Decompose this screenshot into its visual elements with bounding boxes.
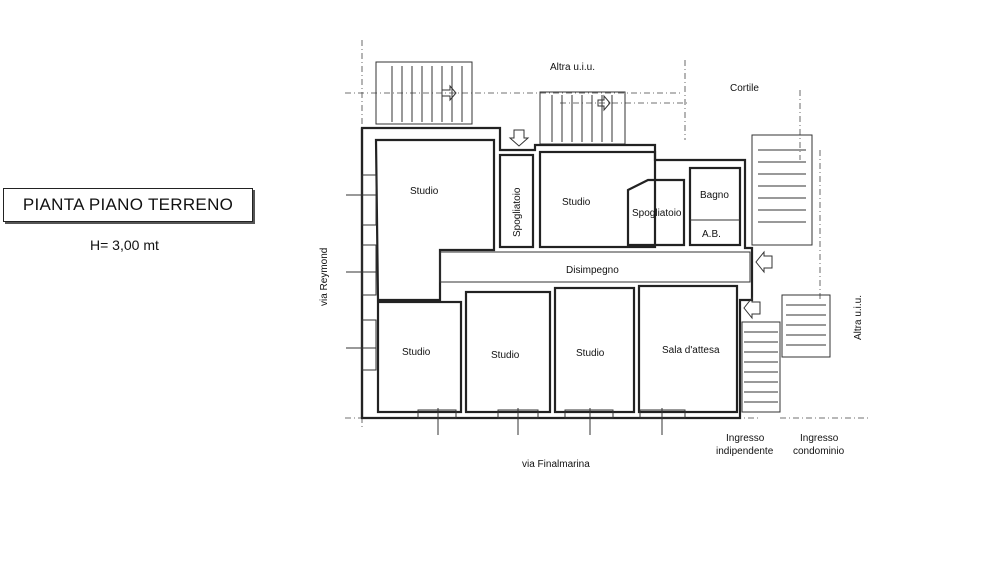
label-cortile: Cortile xyxy=(730,83,759,94)
room-spogliatoio-2 xyxy=(626,178,686,247)
label-ingresso-condominio-1: Ingresso xyxy=(800,433,839,444)
label-sala-attesa: Sala d'attesa xyxy=(662,345,720,356)
label-altra-uiu-right: Altra u.i.u. xyxy=(853,295,864,340)
label-ingresso-condominio-2: condominio xyxy=(793,446,845,457)
label-studio-5: Studio xyxy=(576,348,605,359)
room-studio-5 xyxy=(553,286,636,414)
arrow-icon xyxy=(441,84,773,320)
label-disimpegno: Disimpegno xyxy=(566,265,619,276)
label-spogliatoio-2: Spogliatoio xyxy=(632,208,682,219)
room-studio-1 xyxy=(374,138,496,302)
room-sala-attesa xyxy=(637,284,739,414)
windows-via-finalmarina xyxy=(417,408,686,435)
room-spogliatoio-1 xyxy=(498,153,535,249)
label-via-finalmarina: via Finalmarina xyxy=(522,459,590,470)
label-altra-uiu-top: Altra u.i.u. xyxy=(550,62,595,73)
staircase-right-upper xyxy=(751,134,813,246)
label-studio-1: Studio xyxy=(410,186,439,197)
staircase-upper-left xyxy=(375,61,473,125)
label-studio-3: Studio xyxy=(402,347,431,358)
label-studio-4: Studio xyxy=(491,350,520,361)
reference-lines xyxy=(345,40,870,428)
outer-walls xyxy=(360,126,754,420)
staircase-condominio xyxy=(781,294,831,358)
label-spogliatoio-1: Spogliatoio xyxy=(512,187,523,237)
label-via-reymond: via Reymond xyxy=(319,248,330,306)
room-disimpegno xyxy=(439,251,751,283)
label-ingresso-indipendente-2: indipendente xyxy=(716,446,774,457)
staircase-ingresso-indipendente xyxy=(741,321,781,413)
room-bagno xyxy=(688,166,742,247)
ceiling-height-label: H= 3,00 mt xyxy=(90,237,159,253)
plan-title: PIANTA PIANO TERRENO xyxy=(3,188,253,222)
staircase-upper-middle xyxy=(539,91,626,145)
label-ab: A.B. xyxy=(702,229,721,240)
room-studio-2 xyxy=(538,150,657,249)
windows-via-reymond xyxy=(346,174,377,371)
room-studio-4 xyxy=(464,290,552,414)
label-bagno: Bagno xyxy=(700,190,729,201)
label-studio-2: Studio xyxy=(562,197,591,208)
room-studio-3 xyxy=(376,300,463,414)
label-ingresso-indipendente-1: Ingresso xyxy=(726,433,765,444)
